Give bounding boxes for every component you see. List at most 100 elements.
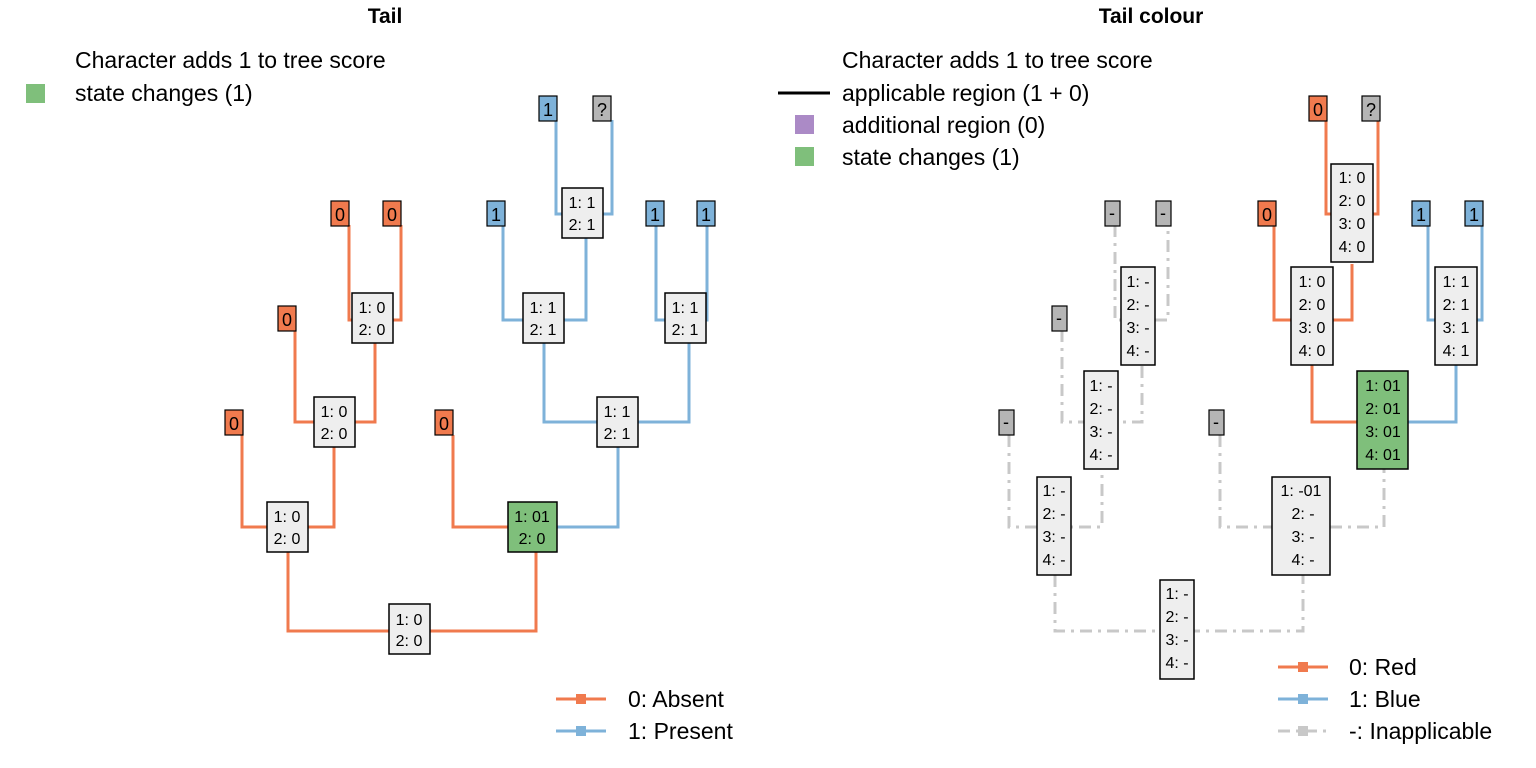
leaf-tip: 0 bbox=[277, 305, 297, 332]
node-state-line: 3: 1 bbox=[1443, 320, 1470, 337]
node-state-line: 2: 1 bbox=[604, 426, 631, 443]
node-state-line: 3: - bbox=[1042, 529, 1065, 546]
node-state-line: 4: - bbox=[1126, 343, 1149, 360]
leaf-label: 0 bbox=[439, 414, 449, 434]
leaf-tip: 1 bbox=[696, 200, 716, 227]
node-state-line: 2: 01 bbox=[1365, 401, 1401, 418]
leaf-tip: ? bbox=[1361, 95, 1381, 122]
leaf-label: 0 bbox=[1313, 100, 1323, 120]
node-state-line: 2: - bbox=[1042, 506, 1065, 523]
right-panel: Tail colour Character adds 1 to tree sco… bbox=[778, 5, 1492, 744]
leaf-tip: 0 bbox=[1257, 200, 1277, 227]
node-state-line: 3: - bbox=[1126, 320, 1149, 337]
leaf-tip: - bbox=[998, 409, 1015, 436]
edge bbox=[1113, 225, 1170, 322]
node-box: 1: 0 2: 0 3: 0 4: 0 bbox=[1290, 266, 1334, 366]
node-box: 1: 1 2: 1 bbox=[522, 292, 565, 344]
node-state-line: 1: 01 bbox=[1365, 378, 1401, 395]
leaf-label: 1 bbox=[1469, 205, 1479, 225]
node-state-line: 1: 0 bbox=[1299, 274, 1326, 291]
leaf-tip: 1 bbox=[486, 200, 506, 227]
node-state-line: 1: 1 bbox=[530, 300, 557, 317]
leaf-tip: 1 bbox=[645, 200, 665, 227]
left-panel-title: Tail bbox=[368, 5, 403, 28]
node-state-line: 1: 0 bbox=[321, 404, 348, 421]
node-state-line: 2: - bbox=[1291, 506, 1314, 523]
node-state-line: 4: - bbox=[1291, 552, 1314, 569]
leaf-label: 0 bbox=[387, 205, 397, 225]
leaf-label: ? bbox=[1366, 100, 1376, 120]
node-box: 1: 1 2: 1 bbox=[664, 292, 707, 344]
node-state-line: 4: - bbox=[1165, 655, 1188, 672]
leaf-label: 0 bbox=[282, 310, 292, 330]
leaf-tip: - bbox=[1155, 200, 1172, 227]
node-state-line: 2: - bbox=[1126, 297, 1149, 314]
leaf-tip: 0 bbox=[1308, 95, 1328, 122]
node-state-line: 2: - bbox=[1165, 609, 1188, 626]
node-state-line: 2: 0 bbox=[274, 531, 301, 548]
node-state-line: 1: - bbox=[1089, 378, 1112, 395]
leaf-tip: 0 bbox=[382, 200, 402, 227]
node-box: 1: - 2: - 3: - 4: - bbox=[1120, 266, 1156, 366]
node-state-line: 2: 1 bbox=[569, 217, 596, 234]
leaf-label: - bbox=[1109, 203, 1115, 223]
node-state-line: 4: 1 bbox=[1443, 343, 1470, 360]
left-panel: Tail Character adds 1 to tree score stat… bbox=[26, 5, 733, 744]
node-box: 1: 0 2: 0 bbox=[266, 501, 309, 553]
node-box-state-change: 1: 01 2: 01 3: 01 4: 01 bbox=[1356, 370, 1409, 470]
node-state-line: 2: 0 bbox=[359, 322, 386, 339]
leaf-label: 1 bbox=[701, 205, 711, 225]
node-box: 1: 1 2: 1 bbox=[596, 396, 639, 448]
leaf-label: ? bbox=[597, 100, 607, 120]
node-box: 1: 1 2: 1 bbox=[561, 187, 604, 239]
edge bbox=[1218, 435, 1303, 529]
node-state-line: 2: 1 bbox=[530, 322, 557, 339]
node-state-line: 1: - bbox=[1126, 274, 1149, 291]
leaf-tip: 1 bbox=[1464, 200, 1484, 227]
node-state-line: 4: - bbox=[1042, 552, 1065, 569]
node-state-line: 1: 01 bbox=[514, 509, 550, 526]
node-state-line: 1: 0 bbox=[359, 300, 386, 317]
node-state-line: 2: 0 bbox=[321, 426, 348, 443]
node-box: 1: -01 2: - 3: - 4: - bbox=[1271, 476, 1331, 576]
left-state-changes-label: state changes (1) bbox=[75, 80, 253, 106]
node-state-line: 1: -01 bbox=[1281, 483, 1322, 500]
node-state-line: 3: 0 bbox=[1299, 320, 1326, 337]
leaf-tip: - bbox=[1051, 305, 1068, 332]
state-legend-label: 0: Absent bbox=[628, 686, 725, 712]
node-box-state-change: 1: 01 2: 0 bbox=[507, 501, 558, 553]
leaf-tip: 0 bbox=[434, 409, 454, 436]
leaf-tip: ? bbox=[592, 95, 612, 122]
state-changes-label: state changes (1) bbox=[842, 144, 1020, 170]
state-legend-label: 0: Red bbox=[1349, 654, 1417, 680]
additional-region-swatch bbox=[795, 115, 814, 134]
state-legend-label: 1: Present bbox=[628, 718, 733, 744]
node-state-line: 1: - bbox=[1165, 586, 1188, 603]
node-state-line: 2: - bbox=[1089, 401, 1112, 418]
edge bbox=[451, 435, 532, 529]
leaf-label: 1 bbox=[650, 205, 660, 225]
leaf-label: 1 bbox=[543, 100, 553, 120]
leaf-tip: 1 bbox=[1411, 200, 1431, 227]
node-state-line: 1: - bbox=[1042, 483, 1065, 500]
node-state-line: 3: - bbox=[1089, 424, 1112, 441]
node-box: 1: 0 2: 0 bbox=[388, 603, 431, 655]
right-node-boxes: 1: - 2: - 3: - 4: - 1: - 2: - 3: - 4: - … bbox=[1036, 163, 1478, 680]
leaf-label: - bbox=[1213, 412, 1219, 432]
node-state-line: 1: 1 bbox=[604, 404, 631, 421]
node-box: 1: - 2: - 3: - 4: - bbox=[1159, 579, 1195, 680]
additional-region-label: additional region (0) bbox=[842, 112, 1045, 138]
node-state-line: 2: 0 bbox=[1339, 193, 1366, 210]
leaf-label: - bbox=[1160, 203, 1166, 223]
node-state-line: 1: 0 bbox=[396, 612, 423, 629]
node-state-line: 1: 1 bbox=[672, 300, 699, 317]
node-state-line: 3: 01 bbox=[1365, 424, 1401, 441]
left-tree-edges bbox=[240, 120, 709, 633]
node-state-line: 2: 0 bbox=[1299, 297, 1326, 314]
applicable-region-label: applicable region (1 + 0) bbox=[842, 80, 1089, 106]
node-state-line: 1: 0 bbox=[1339, 170, 1366, 187]
left-state-changes-swatch bbox=[26, 84, 45, 103]
node-state-line: 2: 0 bbox=[396, 633, 423, 650]
left-score-header: Character adds 1 to tree score bbox=[75, 47, 386, 73]
